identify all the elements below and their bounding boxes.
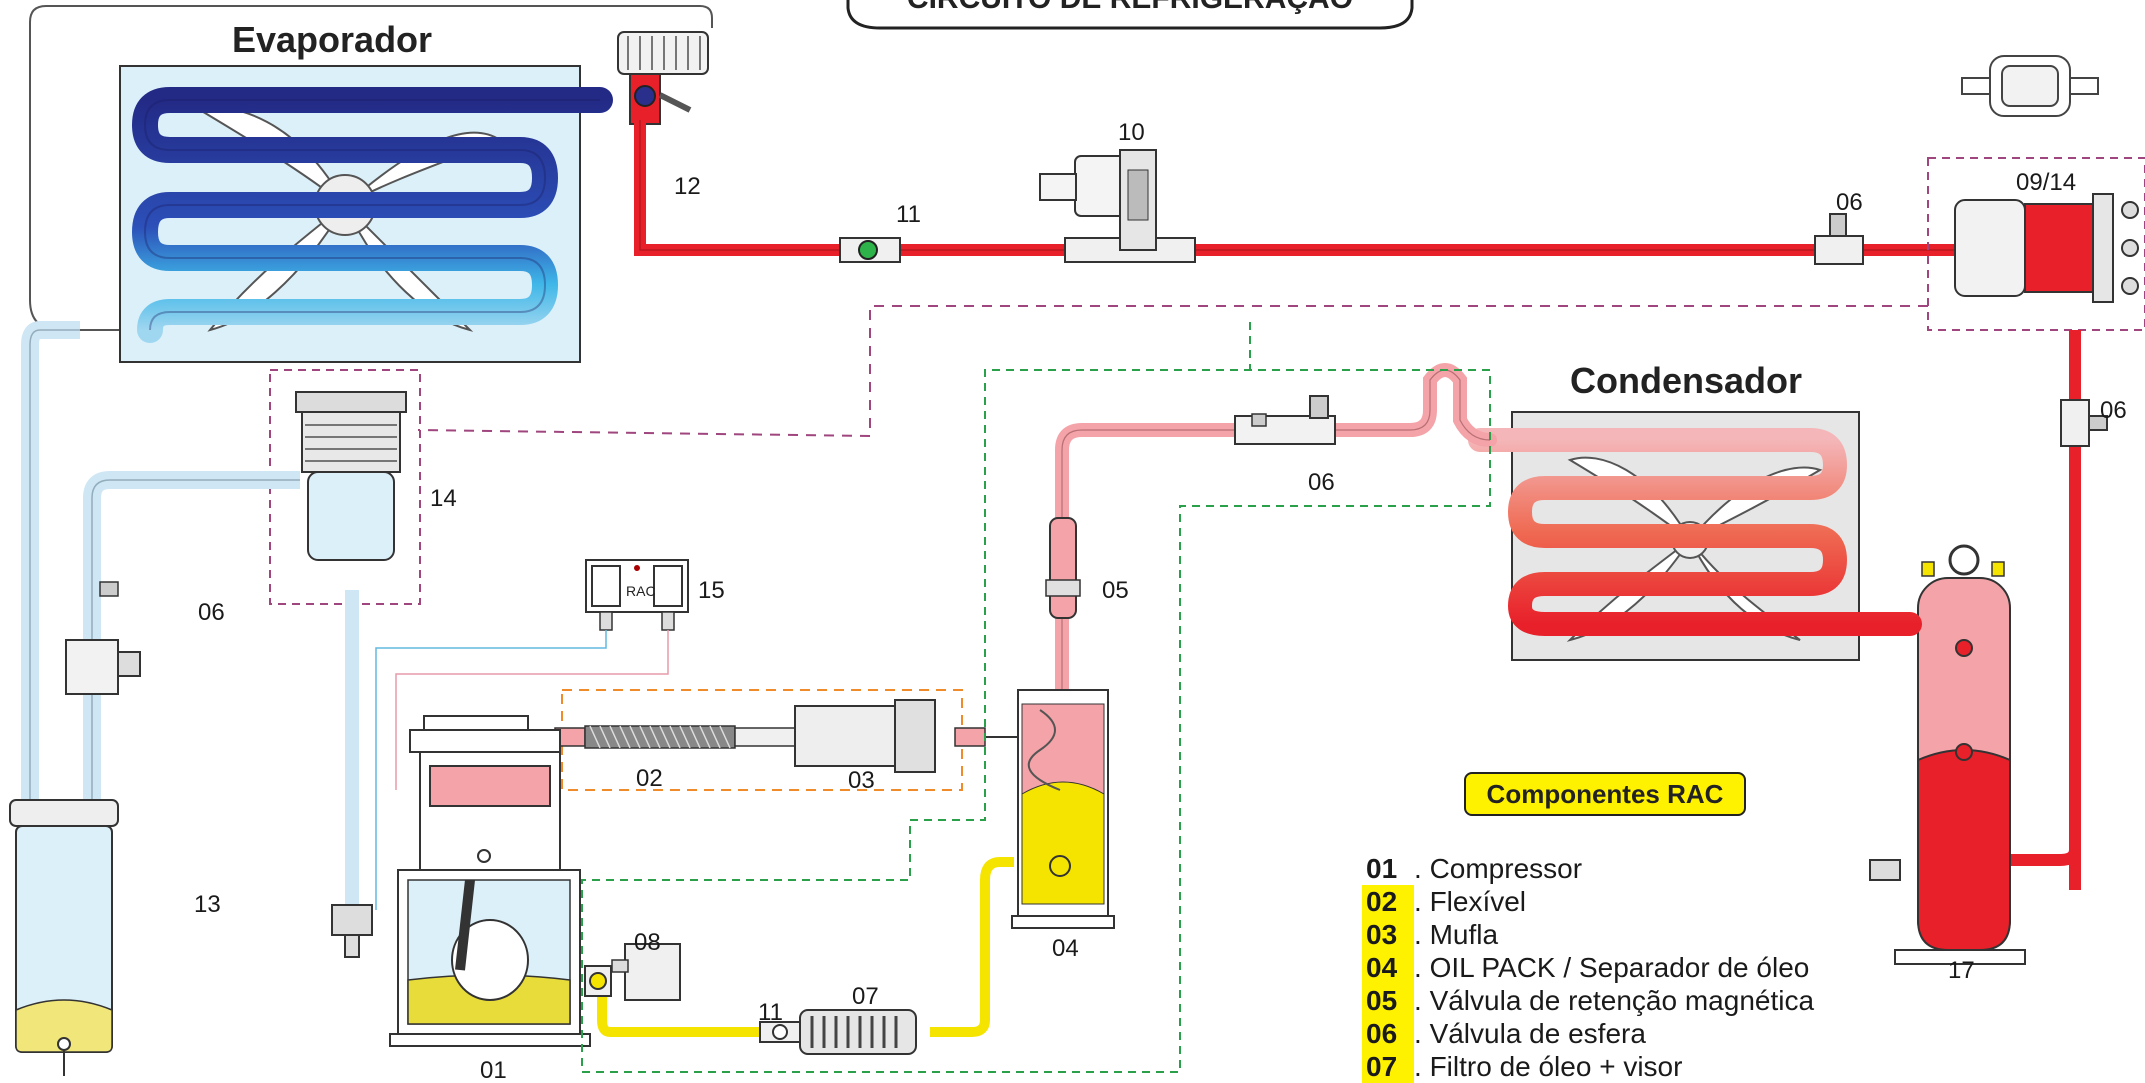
evaporator-label: Evaporador [232,19,432,60]
callout-07: 07 [852,983,879,1010]
liquid-line-top [634,120,1960,256]
ball-valve-right [2060,399,2108,447]
legend-item-text: Flexível [1429,886,1527,917]
legend-item-number: 01 [1366,853,1398,884]
filter-drier-09-14 [1927,157,2145,331]
filter-illustration-icon [1961,55,2099,117]
flexible-and-muffler [554,689,1020,791]
dashed-link-14 [417,305,1928,438]
sight-glass-top [839,237,901,263]
dashed-link-green [581,322,1491,1073]
diagram-title: CIRCUITO DE REFRIGERAÇÃO [907,0,1353,15]
legend-item: 07. Filtro de óleo + visor [1362,1050,1922,1083]
liquid-line-right [1990,330,2081,890]
callout-04: 04 [1052,935,1079,962]
condenser: Condensador [1468,360,1922,661]
legend-item-number: 05 [1362,984,1414,1017]
legend-item-text: Válvula de retenção magnética [1429,985,1815,1016]
callout-03: 03 [848,767,875,794]
legend-item-number: 02 [1362,885,1414,918]
callout-17: 17 [1948,957,1975,984]
legend-item: 03. Mufla [1362,918,1922,951]
expansion-valve [617,31,709,125]
oil-pack-separator [1011,689,1115,929]
callout-10: 10 [1118,119,1145,146]
solenoid-valve [1039,149,1196,263]
evaporator-coil [131,87,613,343]
ball-valve-top [1814,213,1864,265]
callout-11-top: 11 [896,201,921,228]
legend-item-text: OIL PACK / Separador de óleo [1429,952,1810,983]
legend-item-number: 07 [1362,1050,1414,1083]
legend-item: 06. Válvula de esfera [1362,1017,1922,1050]
callout-02: 02 [636,765,663,792]
compressor [331,715,591,1047]
ball-valve-suction [65,581,141,695]
callout-01: 01 [480,1057,507,1083]
rac-switch-label: RAC [626,583,656,599]
legend-item: 02. Flexível [1362,885,1922,918]
condenser-label: Condensador [1570,360,1802,401]
suction-line-evaporator [21,321,80,800]
callout-06-hot-gas: 06 [1308,469,1335,496]
pressure-switch-rac: RAC [585,559,689,631]
callout-05: 05 [1102,577,1129,604]
callout-15: 15 [698,577,725,604]
callout-06-top: 06 [1836,189,1863,216]
evaporator: Evaporador [119,19,613,363]
callout-12: 12 [674,173,701,200]
ball-valve-hot-gas [1234,395,1336,445]
legend-item-text: Filtro de óleo + visor [1429,1051,1683,1082]
suction-filter-14 [269,369,421,605]
callout-06-right: 06 [2100,397,2127,424]
callout-08: 08 [634,929,661,956]
components-legend: 01. Compressor 02. Flexível 03. Mufla 04… [1362,852,1922,1083]
liquid-receiver [1869,544,2026,965]
oil-valve-08 [584,943,681,1001]
switch-capillary-high [395,630,669,790]
suction-line-14 [83,471,300,800]
legend-item: 01. Compressor [1362,852,1922,885]
condenser-coil [1468,428,1922,636]
callout-06-left: 06 [198,599,225,626]
magnetic-check-valve [1045,517,1081,619]
sight-glass-bottom-11 [759,1021,801,1043]
legend-title: Componentes RAC [1464,772,1746,816]
callout-09-14: 09/14 [2016,169,2076,196]
legend-item-text: Mufla [1429,919,1499,950]
suction-accumulator-13 [9,799,119,1076]
legend-item: 04. OIL PACK / Separador de óleo [1362,951,1922,984]
oil-return-line [585,857,1014,1037]
callout-13: 13 [194,891,221,918]
switch-capillary-low [375,630,607,910]
legend-item-number: 04 [1362,951,1414,984]
callout-11-bottom: 11 [758,999,783,1026]
legend-item: 05. Válvula de retenção magnética [1362,984,1922,1017]
legend-item-text: Válvula de esfera [1429,1018,1646,1049]
legend-item-text: Compressor [1429,853,1583,884]
legend-item-number: 06 [1362,1017,1414,1050]
oil-filter-sight-07 [799,1009,917,1055]
callout-14: 14 [430,485,457,512]
title-box: CIRCUITO DE REFRIGERAÇÃO [846,0,1414,30]
legend-item-number: 03 [1362,918,1414,951]
